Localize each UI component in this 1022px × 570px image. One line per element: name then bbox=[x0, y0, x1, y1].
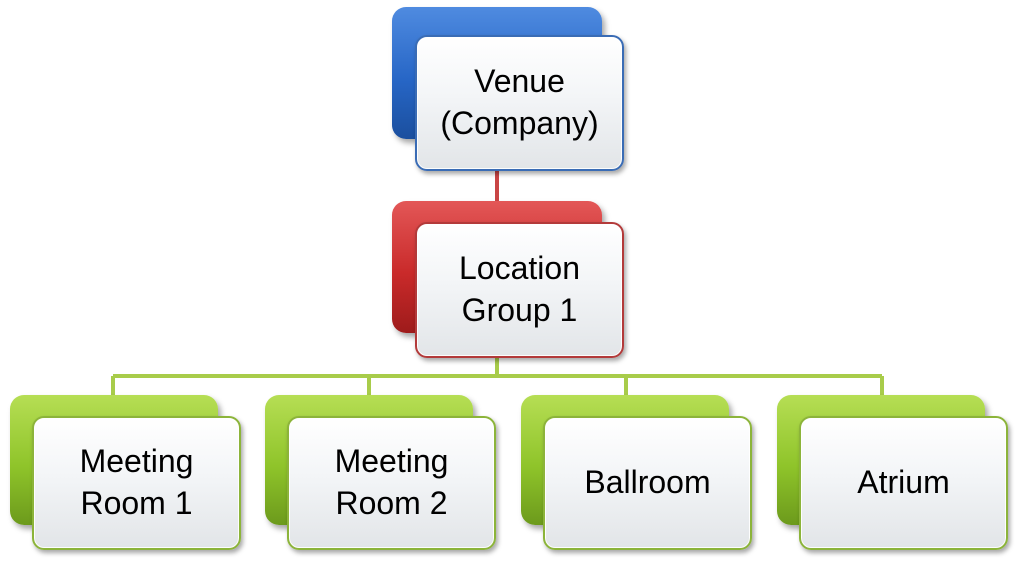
room-node-box: Meeting Room 1 bbox=[32, 416, 241, 550]
room-node-box: Ballroom bbox=[543, 416, 752, 550]
room-node-box: Meeting Room 2 bbox=[287, 416, 496, 550]
location-group-node-label: Location Group 1 bbox=[459, 250, 580, 328]
room-node-box: Atrium bbox=[799, 416, 1008, 550]
venue-node-box: Venue (Company) bbox=[415, 35, 624, 171]
location-group-node-box: Location Group 1 bbox=[415, 222, 624, 358]
room-node-label: Ballroom bbox=[584, 464, 711, 501]
room-node-label: Meeting Room 1 bbox=[79, 443, 194, 521]
venue-node-label: Venue (Company) bbox=[440, 63, 599, 141]
room-node-label: Meeting Room 2 bbox=[334, 443, 449, 521]
room-node-label: Atrium bbox=[857, 464, 950, 501]
